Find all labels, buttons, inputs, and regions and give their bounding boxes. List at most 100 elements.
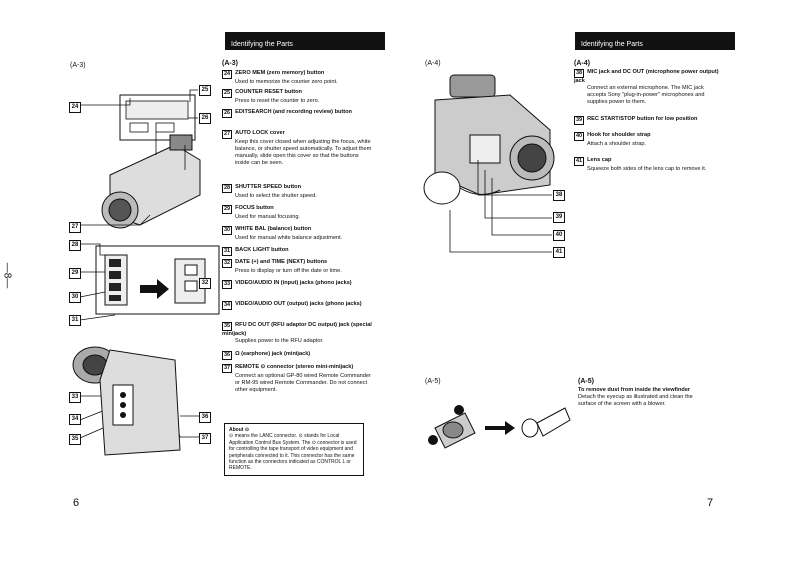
callout-33: 33 (69, 392, 81, 403)
callout-29: 29 (69, 268, 81, 279)
figure-label-a4: (A-4) (425, 60, 441, 67)
item-number: 30 (222, 226, 233, 235)
note-body: ⊙ means the LANC connector. ⊙ stands for… (229, 433, 357, 472)
callout-39: 39 (553, 212, 565, 223)
callout-28: 28 (69, 240, 81, 251)
item-title: REC START/STOP button for low position (587, 116, 698, 122)
callout-25: 25 (199, 85, 211, 96)
item-desc: Used to memorize the counter zero point. (235, 79, 338, 85)
item-title: MIC jack and DC OUT (microphone power ou… (574, 69, 719, 84)
item-desc: Press to reset the counter to zero. (235, 98, 320, 104)
item-desc: Used to select the shutter speed. (235, 193, 317, 199)
viewfinder-cleaning-illustration (428, 405, 571, 449)
leader-lines-a4 (449, 160, 552, 253)
item-title: BACK LIGHT button (235, 247, 289, 253)
callout-32: 32 (199, 278, 211, 289)
item-number: 32 (222, 259, 233, 268)
callout-37: 37 (199, 433, 211, 444)
callout-35: 35 (69, 434, 81, 445)
item-number: 26 (222, 109, 233, 118)
item-desc: Supplies power to the RFU adaptor. (235, 338, 324, 344)
item-desc: Keep this cover closed when adjusting th… (235, 139, 372, 166)
camcorder-illustration-rear (72, 346, 181, 456)
item-number: 40 (574, 132, 585, 141)
item-number: 29 (222, 205, 233, 214)
callout-34: 34 (69, 414, 81, 425)
side-page-mark: —8— (1, 262, 13, 289)
item-title: AUTO LOCK cover (235, 130, 285, 136)
item-number: 31 (222, 247, 233, 256)
callout-24: 24 (69, 102, 81, 113)
page-number-left: 6 (73, 497, 80, 509)
item-number: 39 (574, 116, 585, 125)
note-title: About ⊙ (229, 427, 250, 433)
item-title: COUNTER RESET button (235, 89, 302, 95)
item-title: WHITE BAL (balance) button (235, 226, 312, 232)
item-desc: Connect an external microphone. The MIC … (587, 85, 705, 105)
callout-36: 36 (199, 412, 211, 423)
a5-title: To remove dust from inside the viewfinde… (578, 387, 691, 393)
column-figure-label-a4: (A-4) (574, 60, 590, 67)
item-title: RFU DC OUT (RFU adaptor DC output) jack … (222, 322, 372, 337)
item-desc: Connect an optional GP-80 wired Remote C… (235, 373, 371, 393)
callout-26: 26 (199, 113, 211, 124)
page-number-right: 7 (707, 497, 714, 509)
a5-instructions: To remove dust from inside the viewfinde… (578, 387, 698, 408)
item-number: 24 (222, 70, 233, 79)
a5-desc: Detach the eyecup as illustrated and cle… (578, 394, 693, 407)
callout-41: 41 (553, 247, 565, 258)
item-title: FOCUS button (235, 205, 274, 211)
item-desc: Press to display or turn off the date or… (235, 268, 342, 274)
item-title: Ω (earphone) jack (minijack) (235, 351, 311, 357)
callout-40: 40 (553, 230, 565, 241)
item-desc: Squeeze both sides of the lens cap to re… (587, 166, 707, 172)
camcorder-illustration-a4 (423, 74, 555, 205)
figure-label-a5: (A-5) (425, 378, 441, 385)
column-figure-label-a5: (A-5) (578, 378, 594, 385)
item-desc: Used for manual focusing. (235, 214, 300, 220)
item-number: 34 (222, 301, 233, 310)
item-number: 36 (222, 351, 233, 360)
figure-label-a3: (A-3) (70, 62, 86, 69)
item-number: 37 (222, 364, 233, 373)
section-header-right: Identifying the Parts (575, 32, 735, 50)
item-desc: Used for manual white balance adjustment… (235, 235, 343, 241)
callout-38: 38 (553, 190, 565, 201)
item-title: SHUTTER SPEED button (235, 184, 302, 190)
callout-31: 31 (69, 315, 81, 326)
item-number: 38 (574, 69, 585, 78)
item-number: 28 (222, 184, 233, 193)
item-number: 25 (222, 89, 233, 98)
callout-30: 30 (69, 292, 81, 303)
item-title: Lens cap (587, 157, 612, 163)
item-number: 27 (222, 130, 233, 139)
item-title: DATE (+) and TIME (NEXT) buttons (235, 259, 328, 265)
section-header-left: Identifying the Parts (225, 32, 385, 50)
item-number: 35 (222, 322, 233, 331)
item-title: REMOTE ⊙ connector (stereo mini-minijack… (235, 364, 354, 370)
item-number: 41 (574, 157, 585, 166)
camcorder-illustration-a3-top (101, 94, 201, 229)
item-title: ZERO MEM (zero memory) button (235, 70, 325, 76)
item-desc: Attach a shoulder strap. (587, 141, 647, 147)
lanc-note-box: About ⊙ ⊙ means the LANC connector. ⊙ st… (224, 423, 364, 476)
column-figure-label-a3: (A-3) (222, 60, 238, 67)
